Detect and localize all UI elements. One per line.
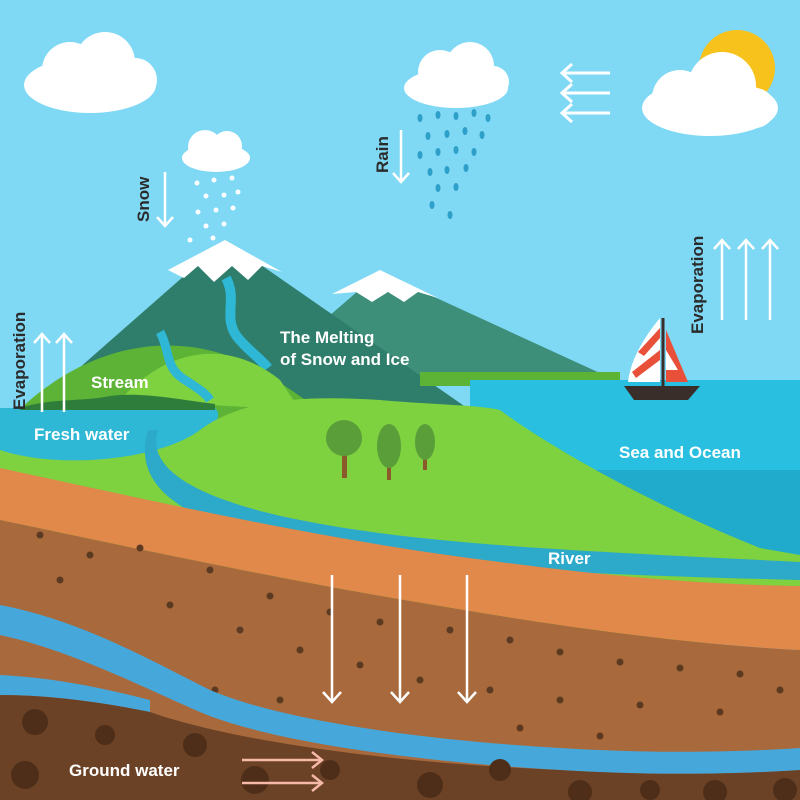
treeline [20,394,215,410]
label-river: River [548,549,591,568]
label-evaporation-left: Evaporation [10,312,29,410]
label-rain: Rain [373,136,392,173]
rain-arrow [392,130,410,184]
deep-soil-rocks [11,709,797,800]
soil-deep [0,695,800,800]
hill-left-shade [120,353,300,410]
label-snow: Snow [134,176,153,222]
snowcap-right [332,270,438,302]
sailboat [624,318,700,400]
label-melting-2: of Snow and Ice [280,350,409,369]
groundwater-arrows [242,751,325,792]
label-melting-1: The Melting [280,328,374,347]
cloud-snow [182,130,250,172]
trees [326,420,435,480]
label-stream: Stream [91,373,149,392]
melt-stream [221,275,272,372]
raindrops [417,109,491,219]
cloud-top-left [24,32,157,113]
label-evaporation-right: Evaporation [688,236,707,334]
wind-arrows [559,62,610,124]
soil-dots [36,531,784,740]
cloud-sun [642,52,778,136]
evaporation-right-arrows [713,238,779,320]
snow-arrow [156,172,174,228]
label-sea-ocean: Sea and Ocean [619,443,741,462]
groundwater-branch [0,675,150,712]
label-fresh-water: Fresh water [34,425,130,444]
infiltration-arrows [322,575,477,704]
evaporation-left-arrows [33,332,73,412]
groundwater-band [0,605,800,774]
soil-orange [0,468,800,650]
snowcap-left [168,240,282,282]
snowflakes [187,175,241,243]
label-ground-water: Ground water [69,761,180,780]
stream [155,329,214,403]
cloud-rain [404,42,509,108]
